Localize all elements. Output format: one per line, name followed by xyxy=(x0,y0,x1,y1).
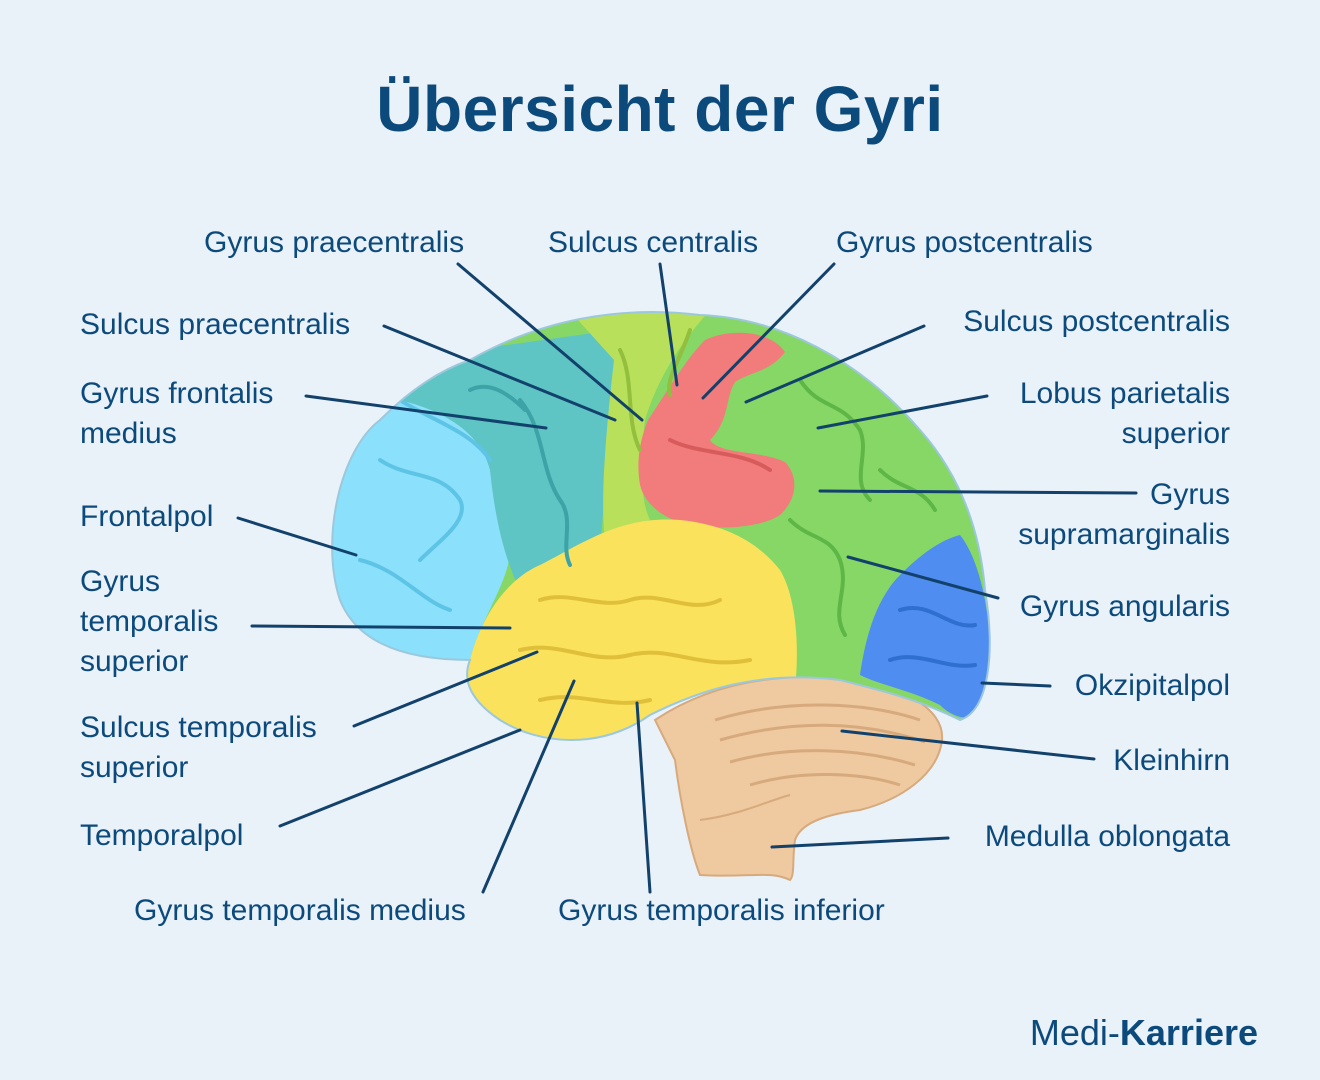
label-sulcus-postcentralis: Sulcus postcentralis xyxy=(963,305,1230,338)
logo-text-medi: Medi- xyxy=(1029,1012,1120,1053)
label-gyrus-postcentralis: Gyrus postcentralis xyxy=(836,226,1093,259)
label-sulcus-centralis: Sulcus centralis xyxy=(548,226,759,259)
leader-lines xyxy=(236,262,1138,894)
label-medulla-oblongata: Medulla oblongata xyxy=(984,820,1230,853)
brand-logo: Medi-Karriere xyxy=(1030,1012,1258,1054)
logo-text-karriere: Karriere xyxy=(1119,1012,1258,1053)
label-gyrus-angularis: Gyrus angularis xyxy=(1019,590,1230,623)
page-title: Übersicht der Gyri xyxy=(376,73,944,145)
label-okzipitalpol: Okzipitalpol xyxy=(1074,669,1230,702)
label-gyrus-praecentralis: Gyrus praecentralis xyxy=(204,226,465,259)
label-kleinhirn: Kleinhirn xyxy=(1113,744,1230,777)
label-temporalpol: Temporalpol xyxy=(80,819,244,852)
label-gyrus-frontalis-medius: Gyrus frontalis medius xyxy=(80,377,274,450)
label-sulcus-temporalis-superior: Sulcus temporalis superior xyxy=(80,711,317,784)
label-lobus-parietalis-superior: Lobus parietalis superior xyxy=(1019,377,1230,450)
label-gyrus-temporalis-inferior: Gyrus temporalis inferior xyxy=(558,894,885,927)
label-frontalpol: Frontalpol xyxy=(80,500,214,533)
label-gyrus-temporalis-medius: Gyrus temporalis medius xyxy=(134,894,466,927)
label-gyrus-temporalis-superior: Gyrus temporalis superior xyxy=(80,565,219,678)
label-sulcus-praecentralis: Sulcus praecentralis xyxy=(80,308,351,341)
label-gyrus-supramarginalis: Gyrus supramarginalis xyxy=(1018,478,1230,551)
cerebellum-region xyxy=(653,675,944,882)
